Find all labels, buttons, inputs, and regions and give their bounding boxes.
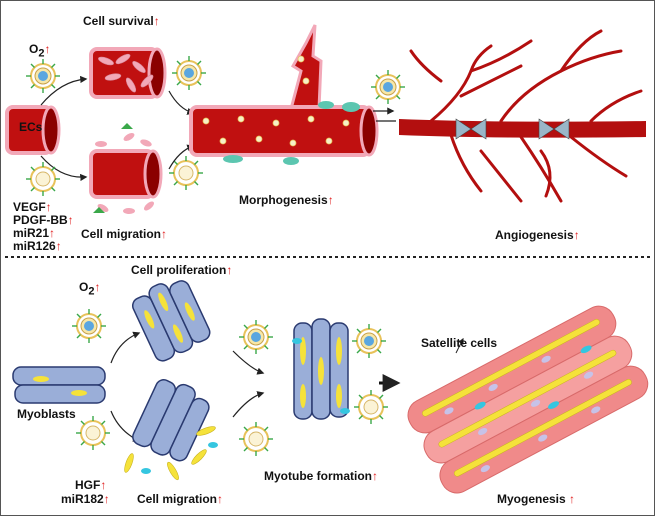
angiogenesis-vessel — [399, 29, 646, 203]
factor-pdgf-bb: PDGF-BB↑ — [13, 213, 74, 227]
cell-survival-vessel — [89, 47, 167, 99]
morphogenesis-vessel — [189, 24, 379, 165]
ecs-label: ECs — [19, 120, 43, 134]
satellite-cells-label: Satellite cells — [421, 336, 498, 350]
factor-mir126: miR126↑ — [13, 239, 62, 253]
bottom-cell-migration-label: Cell migration↑ — [137, 492, 224, 506]
ecs-vessel — [5, 105, 61, 155]
factor-mir182: miR182↑ — [61, 492, 110, 506]
bottom-o2-label: O2↑ — [79, 280, 101, 298]
cell-survival-label: Cell survival↑ — [83, 14, 160, 28]
morphogenesis-label: Morphogenesis↑ — [239, 193, 334, 207]
angiogenesis-label: Angiogenesis↑ — [495, 228, 580, 242]
factor-vegf: VEGF↑ — [13, 200, 52, 214]
myotube-formation-label: Myotube formation↑ — [264, 469, 378, 483]
cell-proliferation-label: Cell proliferation↑ — [131, 263, 233, 277]
myoblasts-cluster — [12, 366, 106, 404]
myoblasts-label: Myoblasts — [17, 407, 76, 421]
proliferation-bundle — [131, 280, 211, 362]
myogenesis-label: Myogenesis ↑ — [497, 492, 576, 506]
myotube-bundle — [292, 318, 350, 420]
muscle-fibers — [407, 305, 649, 494]
top-o2-label: O2↑ — [29, 42, 51, 60]
cell-migration-vessel — [89, 123, 163, 214]
factor-mir21: miR21↑ — [13, 226, 56, 240]
factor-hgf: HGF↑ — [75, 478, 107, 492]
migration-bundle — [132, 379, 210, 462]
top-cell-migration-label: Cell migration↑ — [81, 227, 168, 241]
